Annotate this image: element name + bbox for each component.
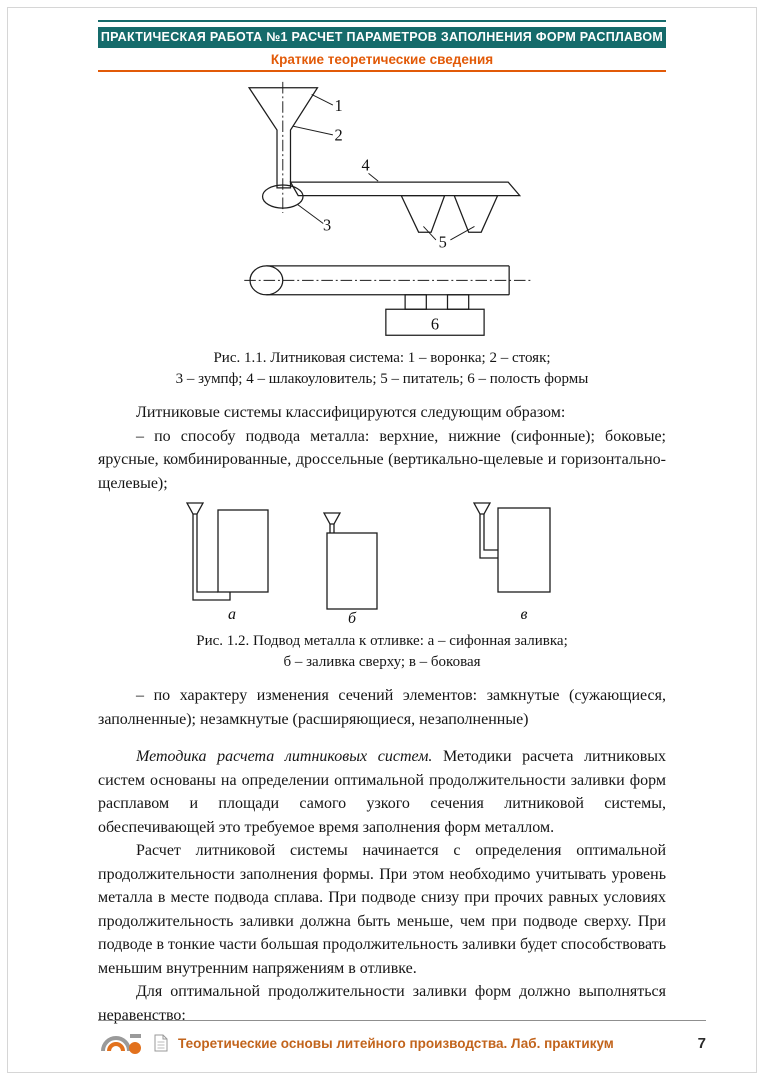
leader-5-right — [450, 225, 475, 241]
caption-line: 3 – зумпф; 4 – шлакоуловитель; 5 – питат… — [175, 371, 589, 387]
feeder-right-shape — [453, 194, 499, 233]
label-6: 6 — [431, 314, 439, 333]
leader-5-left — [423, 226, 437, 241]
variant-v-drawing — [472, 502, 551, 593]
metal-supply-diagram: а б в — [185, 502, 551, 627]
variant-b-drawing — [322, 512, 378, 610]
feeder-left-shape — [400, 194, 446, 233]
method-rest: Методики расчета литниковых систем основ… — [98, 748, 666, 836]
figure-1-1: 1 2 3 4 5 6 Рис. 1.1. Литниковая система… — [98, 80, 666, 389]
page-content: ПРАКТИЧЕСКАЯ РАБОТА №1 РАСЧЕТ ПАРАМЕТРОВ… — [98, 0, 666, 1027]
label-3: 3 — [323, 215, 331, 234]
header-bar: ПРАКТИЧЕСКАЯ РАБОТА №1 РАСЧЕТ ПАРАМЕТРОВ… — [98, 27, 666, 48]
caption-line: б – заливка сверху; в – боковая — [283, 654, 481, 670]
label-4: 4 — [362, 156, 370, 175]
paragraph-intro: Литниковые системы классифицируются след… — [136, 404, 566, 421]
paragraph-inequality-intro: Для оптимальной продолжительности заливк… — [98, 983, 666, 1024]
paragraph-classification-2: – по характеру изменения сечений элемент… — [98, 687, 666, 728]
caption-line: Рис. 1.2. Подвод металла к отливке: а – … — [196, 633, 568, 649]
label-2: 2 — [335, 126, 343, 145]
leader-3 — [296, 203, 324, 224]
footer-rule — [98, 1020, 706, 1021]
gating-system-diagram: 1 2 3 4 5 6 — [244, 81, 534, 336]
label-a: а — [228, 606, 236, 623]
subtitle-rule — [98, 70, 666, 72]
mold-cavity-shape — [385, 308, 485, 336]
method-lead-italic: Методика расчета литниковых систем. — [136, 748, 433, 765]
label-1: 1 — [335, 96, 343, 115]
page-footer: Теоретические основы литейного производс… — [98, 1020, 706, 1058]
paragraph-calculation: Расчет литниковой системы начинается с о… — [98, 842, 666, 977]
slag-trap-shape — [289, 181, 522, 197]
footer-book-title: Теоретические основы литейного производс… — [178, 1035, 614, 1051]
paragraph-method: Методика расчета литниковых систем. Мето… — [98, 745, 666, 839]
page-title: ПРАКТИЧЕСКАЯ РАБОТА №1 РАСЧЕТ ПАРАМЕТРОВ… — [100, 30, 664, 44]
riser-left-shape — [404, 294, 427, 310]
page-number: 7 — [697, 1034, 706, 1052]
label-v: в — [521, 606, 528, 623]
funnel-sprue-shape — [247, 87, 319, 189]
riser-right-shape — [446, 294, 470, 310]
header-top-rule — [98, 20, 666, 22]
label-5: 5 — [439, 233, 447, 252]
figure-1-2: а б в Рис. 1.2. По — [98, 501, 666, 672]
document-icon — [154, 1034, 168, 1052]
variant-a-drawing — [185, 502, 269, 601]
figure-1-2-caption: Рис. 1.2. Подвод металла к отливке: а – … — [98, 632, 666, 672]
leader-1 — [311, 94, 334, 106]
paragraph-classification-1: – по способу подвода металла: верхние, н… — [98, 427, 666, 492]
figure-1-1-caption: Рис. 1.1. Литниковая система: 1 – воронк… — [98, 349, 666, 389]
sump-shape — [261, 184, 304, 209]
publisher-logo — [101, 1034, 141, 1054]
caption-line: Рис. 1.1. Литниковая система: 1 – воронк… — [213, 350, 551, 366]
leader-2 — [293, 125, 333, 136]
leader-4 — [368, 173, 379, 182]
label-b: б — [348, 610, 357, 625]
section-subtitle: Краткие теоретические сведения — [270, 52, 494, 67]
